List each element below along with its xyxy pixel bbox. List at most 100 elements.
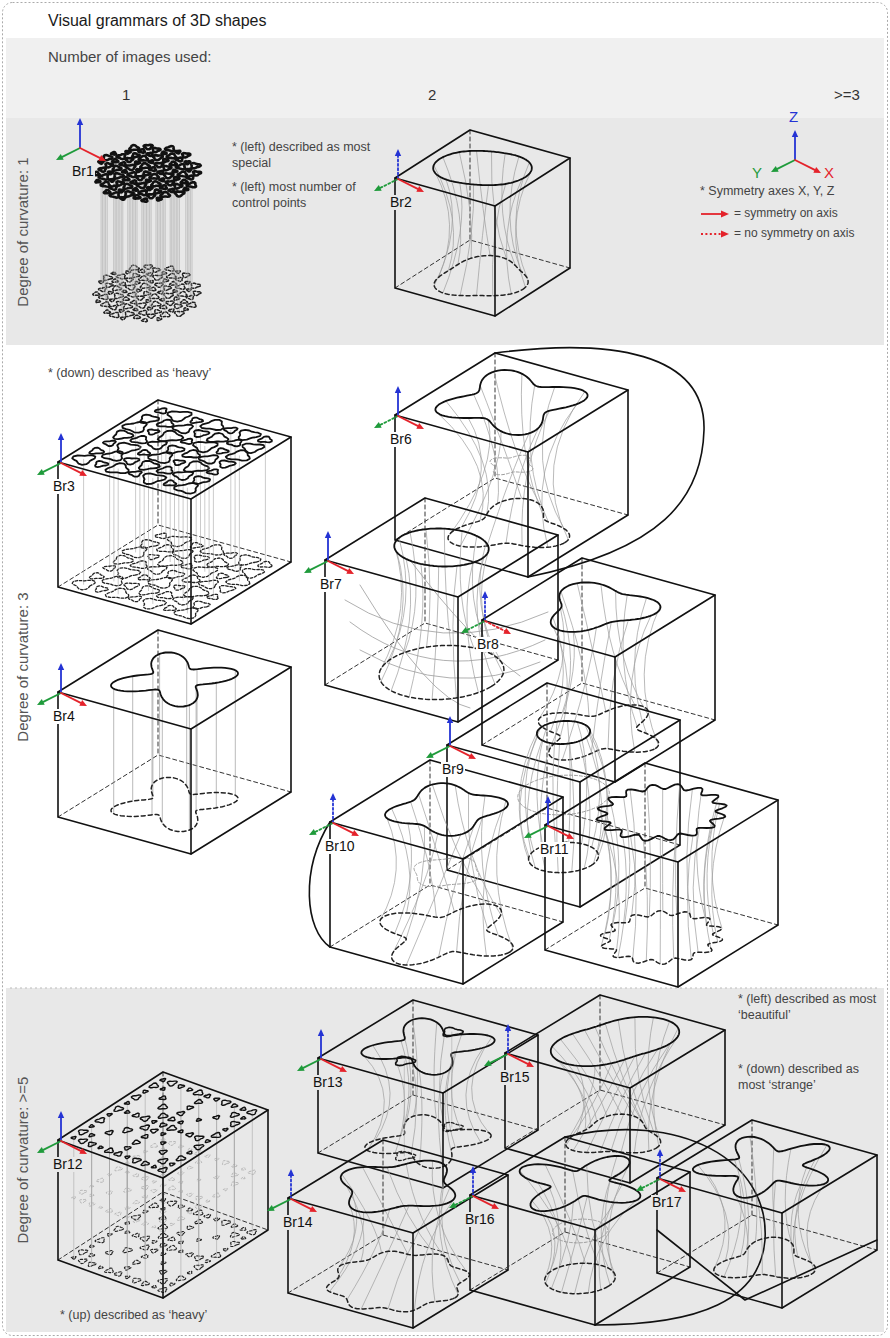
mid-loop (168, 1142, 176, 1146)
control-line (519, 732, 537, 857)
axis-letter: X (824, 164, 834, 181)
top-loop (223, 1128, 228, 1131)
hidden-edge (547, 683, 548, 808)
legend-text: = no symmetry on axis (734, 226, 854, 240)
mid-loop (168, 1186, 176, 1190)
shape-id-label: Br4 (52, 709, 76, 724)
top-loop (174, 177, 180, 180)
top-loop (125, 1102, 130, 1105)
bottom-loop (243, 569, 265, 578)
y-axis-arrow (310, 561, 328, 570)
mesh-line (345, 600, 548, 633)
top-loop (129, 471, 142, 477)
x-axis-arrow-head (79, 700, 87, 706)
bottom-loop (194, 555, 210, 562)
top-loop (138, 149, 145, 153)
top-loop (167, 153, 177, 158)
control-line (773, 1181, 775, 1276)
bottom-loop (72, 580, 95, 590)
hidden-edge (325, 623, 558, 685)
top-loop (160, 192, 170, 197)
top-loop (177, 1112, 185, 1116)
control-line (216, 1135, 217, 1255)
column-number: 1 (122, 86, 130, 103)
control-line (347, 1209, 390, 1300)
top-loop (125, 158, 133, 162)
bottom-loop (99, 294, 108, 299)
control-line (662, 789, 663, 911)
top-loop (153, 155, 163, 160)
bottom-loop (159, 298, 164, 301)
control-line (434, 1022, 437, 1118)
top-loop (157, 198, 162, 201)
legend-item: = symmetry on axis (700, 206, 838, 220)
control-line (132, 676, 133, 801)
bottom-loop (149, 287, 156, 291)
control-line (388, 1206, 433, 1309)
top-loop (172, 425, 193, 434)
bottom-loop (95, 1238, 105, 1243)
control-line (144, 453, 145, 578)
column-number: 2 (428, 86, 436, 103)
top-loop (104, 190, 111, 193)
control-line (364, 1056, 384, 1151)
control-line (510, 157, 522, 272)
top-loop (194, 430, 210, 437)
mid-loop (206, 1200, 210, 1202)
legend-arrow-line (701, 213, 722, 215)
top-loop (95, 180, 100, 183)
x-axis-arrow (485, 621, 505, 631)
top-loop (159, 178, 164, 181)
annotation-note: * (down) described as most ‘strange’ (738, 1062, 883, 1093)
bottom-loop (123, 297, 130, 300)
top-loop (170, 1163, 175, 1166)
control-line (631, 836, 637, 959)
top-loop (132, 1113, 139, 1117)
control-line (118, 469, 119, 594)
box-extension (657, 1230, 877, 1300)
bottom-loop (193, 291, 201, 295)
bottom-loop (173, 597, 193, 605)
z-axis-arrow-head (447, 716, 453, 723)
bottom-loop (101, 302, 110, 307)
z-axis-arrow-head (318, 1029, 324, 1036)
x-axis-arrow-head (566, 833, 574, 839)
top-loop (193, 1090, 203, 1095)
bottom-loop (195, 1256, 204, 1261)
hidden-edge (158, 630, 159, 755)
top-curve (433, 151, 532, 185)
bottom-loop (174, 608, 198, 619)
top-loop (163, 159, 169, 162)
top-loop (133, 188, 138, 191)
bottom-loop (200, 545, 223, 555)
shape-id-label: Br16 (464, 1212, 496, 1227)
mid-loop (195, 1205, 203, 1209)
legend-sample (700, 228, 730, 238)
z-axis-arrow-head (657, 1149, 663, 1156)
mid-loop (142, 1195, 148, 1198)
top-loop (258, 436, 272, 442)
top-loop (178, 1121, 183, 1124)
top-loop (99, 168, 106, 172)
bottom-loop (136, 296, 144, 300)
control-line (213, 472, 214, 597)
box-edge (462, 859, 464, 984)
top-loop (176, 164, 185, 169)
box-edge (288, 1140, 508, 1233)
control-line (562, 1196, 588, 1292)
bottom-curve (545, 1263, 616, 1293)
box-edge (318, 1000, 538, 1093)
mid-loop (89, 1203, 95, 1207)
bottom-loop (167, 1245, 177, 1250)
top-loop (113, 430, 133, 439)
bottom-loop (141, 1281, 149, 1285)
top-loop (147, 153, 153, 156)
top-loop (187, 182, 196, 187)
top-loop (129, 145, 139, 150)
bottom-loop (120, 317, 126, 320)
top-loop (105, 1148, 114, 1153)
bottom-loop (99, 288, 106, 292)
control-line (573, 1060, 625, 1151)
bottom-loop (105, 588, 128, 598)
top-loop (141, 1161, 149, 1165)
